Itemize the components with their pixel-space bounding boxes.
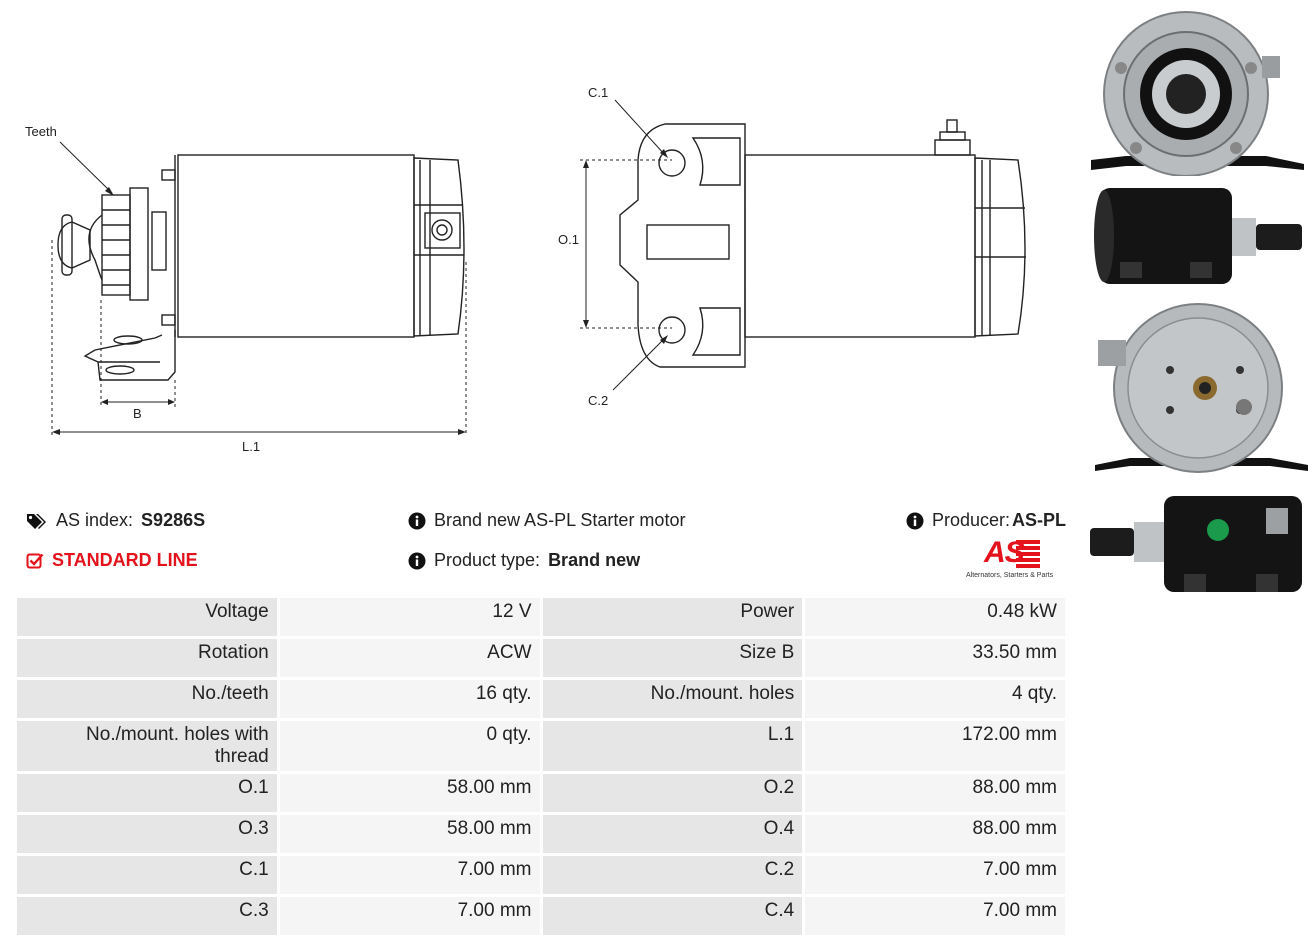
spec-label: C.1 <box>17 856 277 894</box>
spec-value: 12 V <box>279 598 540 636</box>
producer-label: Producer: <box>932 510 1011 530</box>
logo-text: AS <box>984 536 1025 569</box>
spec-value: 7.00 mm <box>279 856 540 894</box>
label-b: B <box>133 406 142 421</box>
producer-value: AS-PL <box>1012 510 1067 530</box>
tags-icon <box>27 513 46 529</box>
side-view-drawing: Teeth B L.1 <box>25 124 467 454</box>
description-row: Brand new AS-PL Starter motor <box>408 510 685 531</box>
product-type-row: Product type: Brand new <box>408 550 640 571</box>
logo-tagline: Alternators, Starters & Parts <box>966 572 1054 579</box>
as-pl-logo: AS Alternators, Starters & Parts <box>964 536 1068 584</box>
flange-view-drawing: C.1 C.2 O.1 <box>558 85 1026 408</box>
as-index-row: AS index: S9286S <box>26 510 205 531</box>
table-row: No./teeth 16 qty. No./mount. holes 4 qty… <box>17 680 1065 718</box>
photo-front-end <box>1091 11 1304 176</box>
table-row: C.3 7.00 mm C.4 7.00 mm <box>17 897 1065 935</box>
info-icon <box>408 512 426 529</box>
producer-row: Producer: AS-PL <box>906 510 1066 531</box>
spec-label: O.2 <box>542 774 803 812</box>
photo-rear-end <box>1095 303 1308 473</box>
table-row: Rotation ACW Size B 33.50 mm <box>17 639 1065 677</box>
spec-value: 16 qty. <box>279 680 540 718</box>
spec-label: C.4 <box>542 897 803 935</box>
spec-label: Power <box>542 598 803 636</box>
spec-label: L.1 <box>542 721 803 771</box>
spec-value: 88.00 mm <box>805 815 1065 853</box>
spec-value: 0 qty. <box>279 721 540 771</box>
spec-value: 172.00 mm <box>805 721 1065 771</box>
spec-label: Voltage <box>17 598 277 636</box>
label-c1: C.1 <box>588 85 608 100</box>
checkbox-checked-icon <box>26 553 44 568</box>
spec-value: 7.00 mm <box>279 897 540 935</box>
spec-value: 88.00 mm <box>805 774 1065 812</box>
table-row: O.3 58.00 mm O.4 88.00 mm <box>17 815 1065 853</box>
photo-body <box>1090 496 1302 592</box>
spec-label: O.4 <box>542 815 803 853</box>
label-o1: O.1 <box>558 232 579 247</box>
description-text: Brand new AS-PL Starter motor <box>434 510 686 530</box>
spec-label: Size B <box>542 639 803 677</box>
spec-value: ACW <box>279 639 540 677</box>
spec-value: 58.00 mm <box>279 815 540 853</box>
spec-label: No./mount. holes with thread <box>17 721 277 771</box>
label-l1: L.1 <box>242 439 260 454</box>
as-index-value: S9286S <box>141 510 206 530</box>
standard-line-text: STANDARD LINE <box>52 550 198 570</box>
specs-table: Voltage 12 V Power 0.48 kW Rotation ACW … <box>14 595 1068 938</box>
table-row: Voltage 12 V Power 0.48 kW <box>17 598 1065 636</box>
product-type-label: Product type: <box>434 550 541 570</box>
info-icon <box>906 512 924 529</box>
spec-value: 7.00 mm <box>805 897 1065 935</box>
spec-value: 58.00 mm <box>279 774 540 812</box>
table-row: C.1 7.00 mm C.2 7.00 mm <box>17 856 1065 894</box>
spec-label: No./teeth <box>17 680 277 718</box>
spec-label: Rotation <box>17 639 277 677</box>
standard-line-badge: STANDARD LINE <box>26 550 198 571</box>
as-index-label: AS index: <box>56 510 134 530</box>
spec-value: 0.48 kW <box>805 598 1065 636</box>
spec-label: O.3 <box>17 815 277 853</box>
info-icon <box>408 552 426 569</box>
spec-label: O.1 <box>17 774 277 812</box>
table-row: O.1 58.00 mm O.2 88.00 mm <box>17 774 1065 812</box>
spec-label: C.2 <box>542 856 803 894</box>
spec-value: 33.50 mm <box>805 639 1065 677</box>
table-row: No./mount. holes with thread 0 qty. L.1 … <box>17 721 1065 771</box>
product-type-value: Brand new <box>548 550 641 570</box>
spec-label: No./mount. holes <box>542 680 803 718</box>
logo-stripes <box>1016 540 1040 568</box>
spec-label: C.3 <box>17 897 277 935</box>
spec-value: 4 qty. <box>805 680 1065 718</box>
photo-side <box>1094 188 1302 284</box>
label-teeth: Teeth <box>25 124 57 139</box>
label-c2: C.2 <box>588 393 608 408</box>
spec-value: 7.00 mm <box>805 856 1065 894</box>
